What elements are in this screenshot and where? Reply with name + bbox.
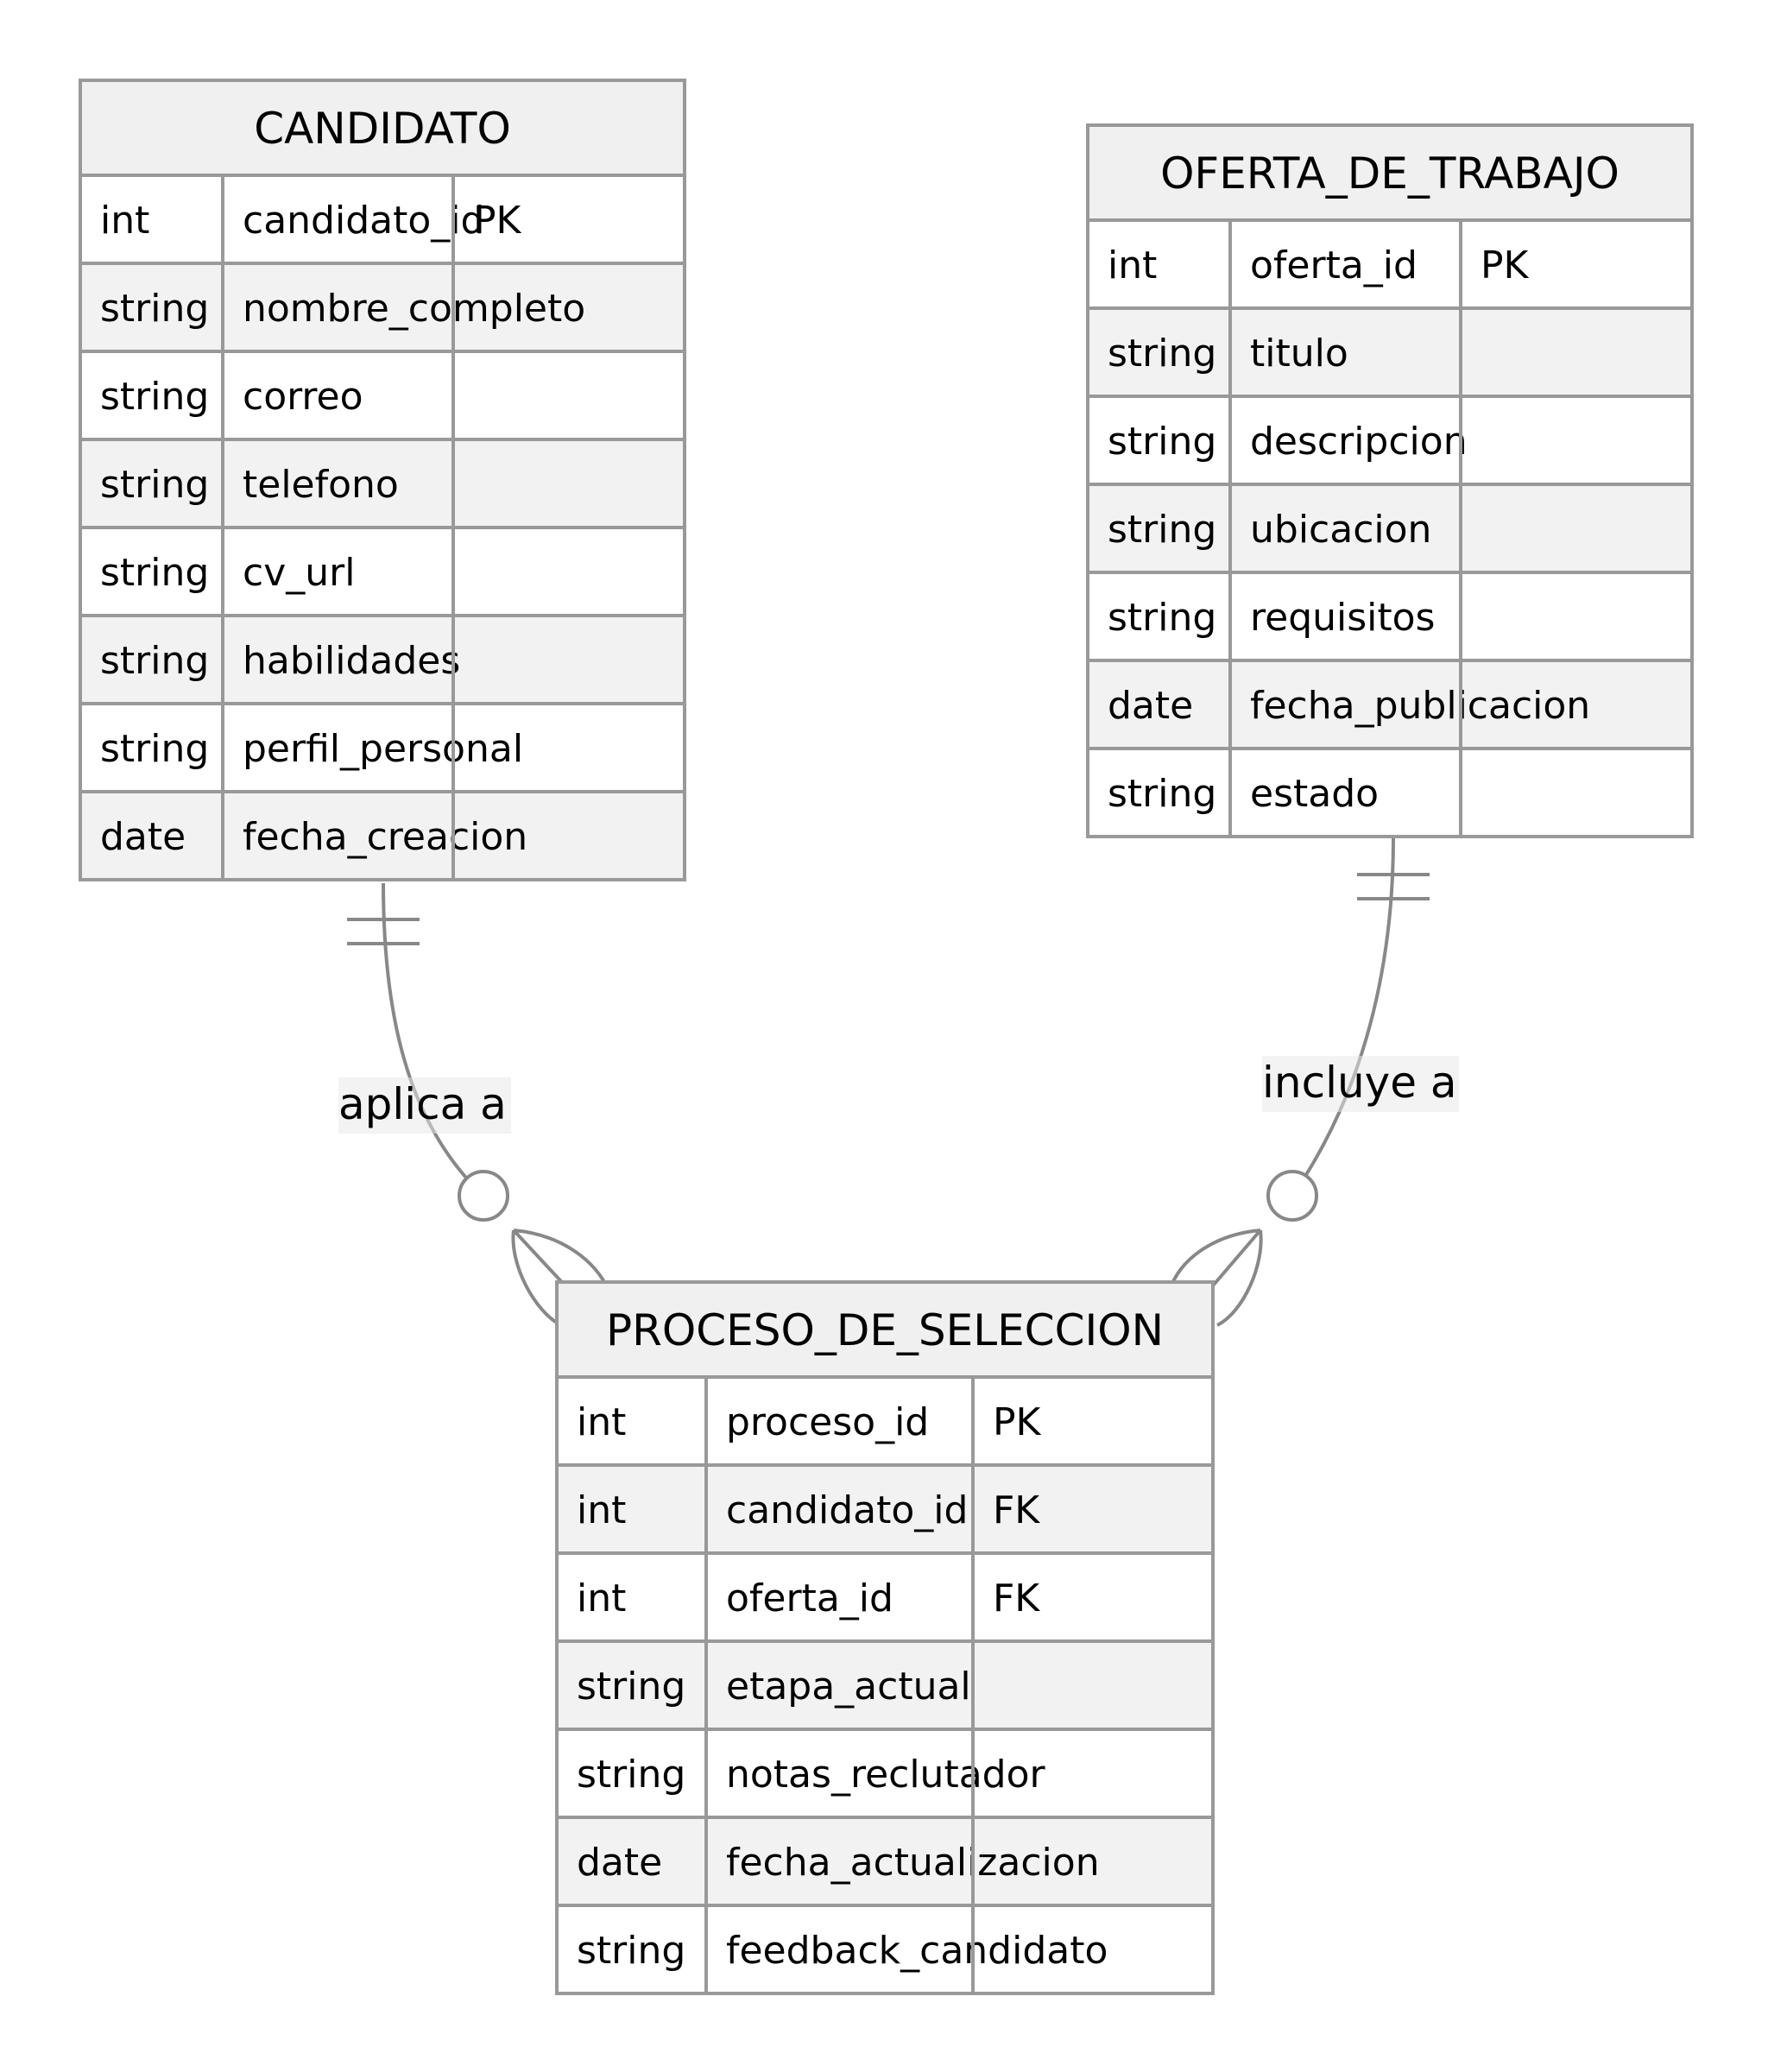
attribute-name: habilidades <box>243 639 460 683</box>
relationship-label-aplica-a: aplica a <box>338 1079 507 1129</box>
entity-title: OFERTA_DE_TRABAJO <box>1160 148 1620 199</box>
entity-border <box>79 79 686 881</box>
attribute-key: PK <box>473 199 522 243</box>
attribute-key: PK <box>1481 243 1530 287</box>
attribute-type: string <box>100 287 209 331</box>
attribute-type: string <box>577 1753 685 1797</box>
entity-title: CANDIDATO <box>254 104 511 154</box>
attribute-type: string <box>577 1929 685 1973</box>
attribute-row <box>557 1817 1213 1905</box>
attribute-row <box>1088 484 1692 572</box>
attribute-name: telefono <box>243 463 399 507</box>
attribute-type: int <box>577 1400 626 1444</box>
attribute-type: int <box>1108 243 1157 287</box>
attribute-row <box>1088 660 1692 749</box>
attribute-name: feedback_candidato <box>726 1929 1108 1973</box>
attribute-type: date <box>577 1841 662 1885</box>
attribute-type: int <box>577 1576 626 1620</box>
attribute-row <box>80 616 685 704</box>
attribute-row <box>80 527 685 616</box>
entity-header <box>557 1282 1213 1377</box>
attribute-type: string <box>1108 772 1216 816</box>
attribute-type: string <box>100 639 209 683</box>
attribute-type: string <box>100 463 209 507</box>
attribute-type: date <box>1108 684 1193 728</box>
attribute-row <box>1088 749 1692 837</box>
label-bg-aplica-a <box>338 1077 511 1134</box>
attribute-row <box>557 1465 1213 1553</box>
attribute-type: string <box>577 1665 685 1709</box>
attribute-name: fecha_actualizacion <box>726 1841 1100 1885</box>
attribute-name: requisitos <box>1250 596 1435 640</box>
attribute-type: string <box>1108 332 1216 376</box>
attribute-name: perfil_personal <box>243 727 523 771</box>
entity-header <box>80 80 685 175</box>
attribute-row <box>557 1553 1213 1641</box>
attribute-name: ubicacion <box>1250 508 1431 552</box>
relationship-line-aplica-a <box>382 882 485 1197</box>
entity-header <box>1088 125 1692 220</box>
entity-title: PROCESO_DE_SELECCION <box>606 1305 1164 1355</box>
attribute-key: FK <box>993 1488 1040 1532</box>
zero-marker-aplica-a <box>458 1170 509 1222</box>
attribute-name: oferta_id <box>1250 243 1418 287</box>
attribute-type: string <box>1108 508 1216 552</box>
attribute-name: notas_reclutador <box>726 1753 1046 1797</box>
attribute-row <box>80 351 685 439</box>
attribute-name: candidato_id <box>243 199 484 243</box>
attribute-row <box>80 263 685 351</box>
attribute-type: string <box>100 375 209 419</box>
attribute-name: fecha_publicacion <box>1250 684 1590 728</box>
attribute-type: string <box>100 727 209 771</box>
attribute-row <box>557 1377 1213 1465</box>
attribute-row <box>80 175 685 263</box>
attribute-name: oferta_id <box>726 1576 893 1620</box>
attribute-name: estado <box>1250 772 1379 816</box>
attribute-name: fecha_creacion <box>243 815 527 859</box>
relationship-incluye-a: incluye a <box>1168 837 1459 1327</box>
entity-border <box>1086 123 1694 838</box>
relationship-label-incluye-a: incluye a <box>1262 1058 1457 1108</box>
attribute-key: PK <box>993 1400 1042 1444</box>
attribute-name: correo <box>243 375 363 419</box>
entity-border <box>555 1280 1215 1995</box>
attribute-row <box>1088 396 1692 484</box>
relationship-line-incluye-a <box>1291 837 1395 1197</box>
attribute-row <box>557 1905 1213 1993</box>
attribute-type: string <box>1108 596 1216 640</box>
attribute-row <box>80 439 685 527</box>
attribute-type: date <box>100 815 186 859</box>
relationship-aplica-a: aplica a <box>338 882 610 1327</box>
attribute-key: FK <box>993 1576 1040 1620</box>
attribute-name: descripcion <box>1250 420 1468 464</box>
attribute-type: string <box>1108 420 1216 464</box>
zero-marker-incluye-a <box>1266 1170 1318 1222</box>
attribute-row <box>557 1641 1213 1729</box>
attribute-name: candidato_id <box>726 1488 968 1532</box>
attribute-name: etapa_actual <box>726 1665 971 1709</box>
entity-oferta: int oferta_id PK string titulo string descripc… <box>1086 123 1694 838</box>
attribute-type: int <box>100 199 149 243</box>
label-bg-incluye-a <box>1262 1056 1459 1112</box>
attribute-row <box>1088 308 1692 396</box>
attribute-row <box>557 1729 1213 1817</box>
attribute-name: titulo <box>1250 332 1348 376</box>
attribute-row <box>1088 220 1692 308</box>
attribute-row <box>80 792 685 880</box>
attribute-name: proceso_id <box>726 1400 929 1444</box>
attribute-row <box>1088 572 1692 660</box>
attribute-type: string <box>100 551 209 595</box>
attribute-type: int <box>577 1488 626 1532</box>
attribute-name: nombre_completo <box>243 287 585 331</box>
attribute-row <box>80 704 685 792</box>
attribute-name: cv_url <box>243 551 355 595</box>
